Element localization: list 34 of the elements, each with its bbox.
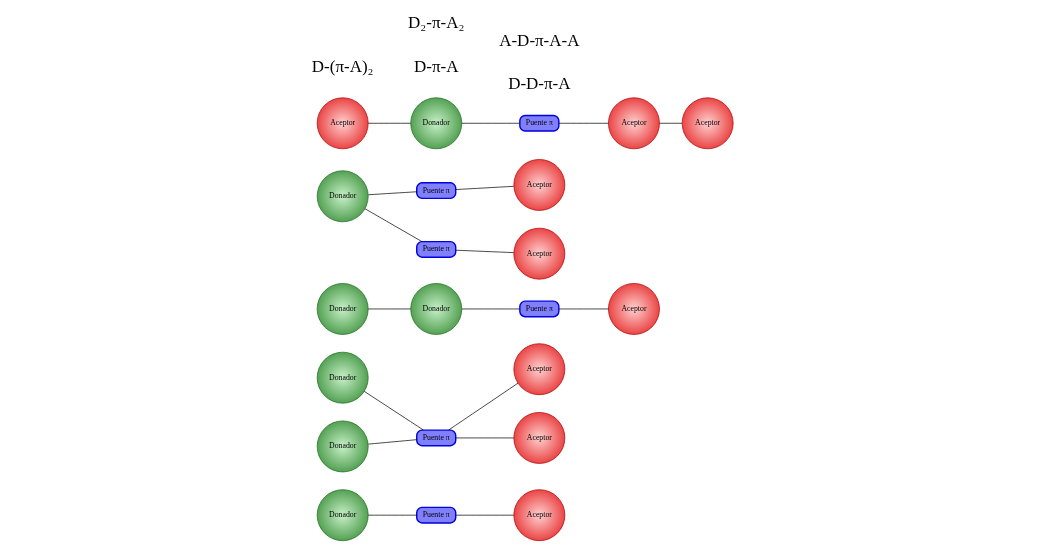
node-circle: Donador <box>410 97 463 150</box>
connector <box>455 185 515 190</box>
label: D₂-π-A₂ <box>408 13 465 33</box>
node-box: Puente π <box>416 182 457 200</box>
label: D-π-A <box>414 56 459 76</box>
node-circle: Aceptor <box>513 343 566 396</box>
label: D-D-π-A <box>508 74 571 94</box>
connector <box>367 191 418 196</box>
node-circle: Aceptor <box>513 489 566 542</box>
node-circle: Donador <box>316 170 369 223</box>
node-box: Puente π <box>416 240 457 258</box>
node-circle: Aceptor <box>513 412 566 464</box>
node-circle: Aceptor <box>513 159 566 211</box>
node-circle: Donador <box>316 420 369 473</box>
connector <box>367 439 418 445</box>
node-box: Puente π <box>519 300 560 318</box>
connector <box>455 249 515 253</box>
connector <box>364 208 423 242</box>
node-box: Puente π <box>416 506 457 524</box>
connector <box>363 391 424 431</box>
node-circle: Aceptor <box>681 97 734 150</box>
connector <box>448 382 519 431</box>
node-box: Puente π <box>519 114 560 132</box>
node-circle: Donador <box>410 283 463 335</box>
node-circle: Aceptor <box>608 97 660 150</box>
label: A-D-π-A-A <box>499 31 580 51</box>
node-circle: Aceptor <box>316 97 369 150</box>
node-circle: Donador <box>316 351 369 404</box>
label: D-(π-A)₂ <box>311 56 374 76</box>
node-circle: Donador <box>316 283 369 335</box>
node-circle: Aceptor <box>513 227 566 280</box>
node-circle: Donador <box>316 489 369 542</box>
node-circle: Aceptor <box>608 283 660 335</box>
node-box: Puente π <box>416 429 457 447</box>
